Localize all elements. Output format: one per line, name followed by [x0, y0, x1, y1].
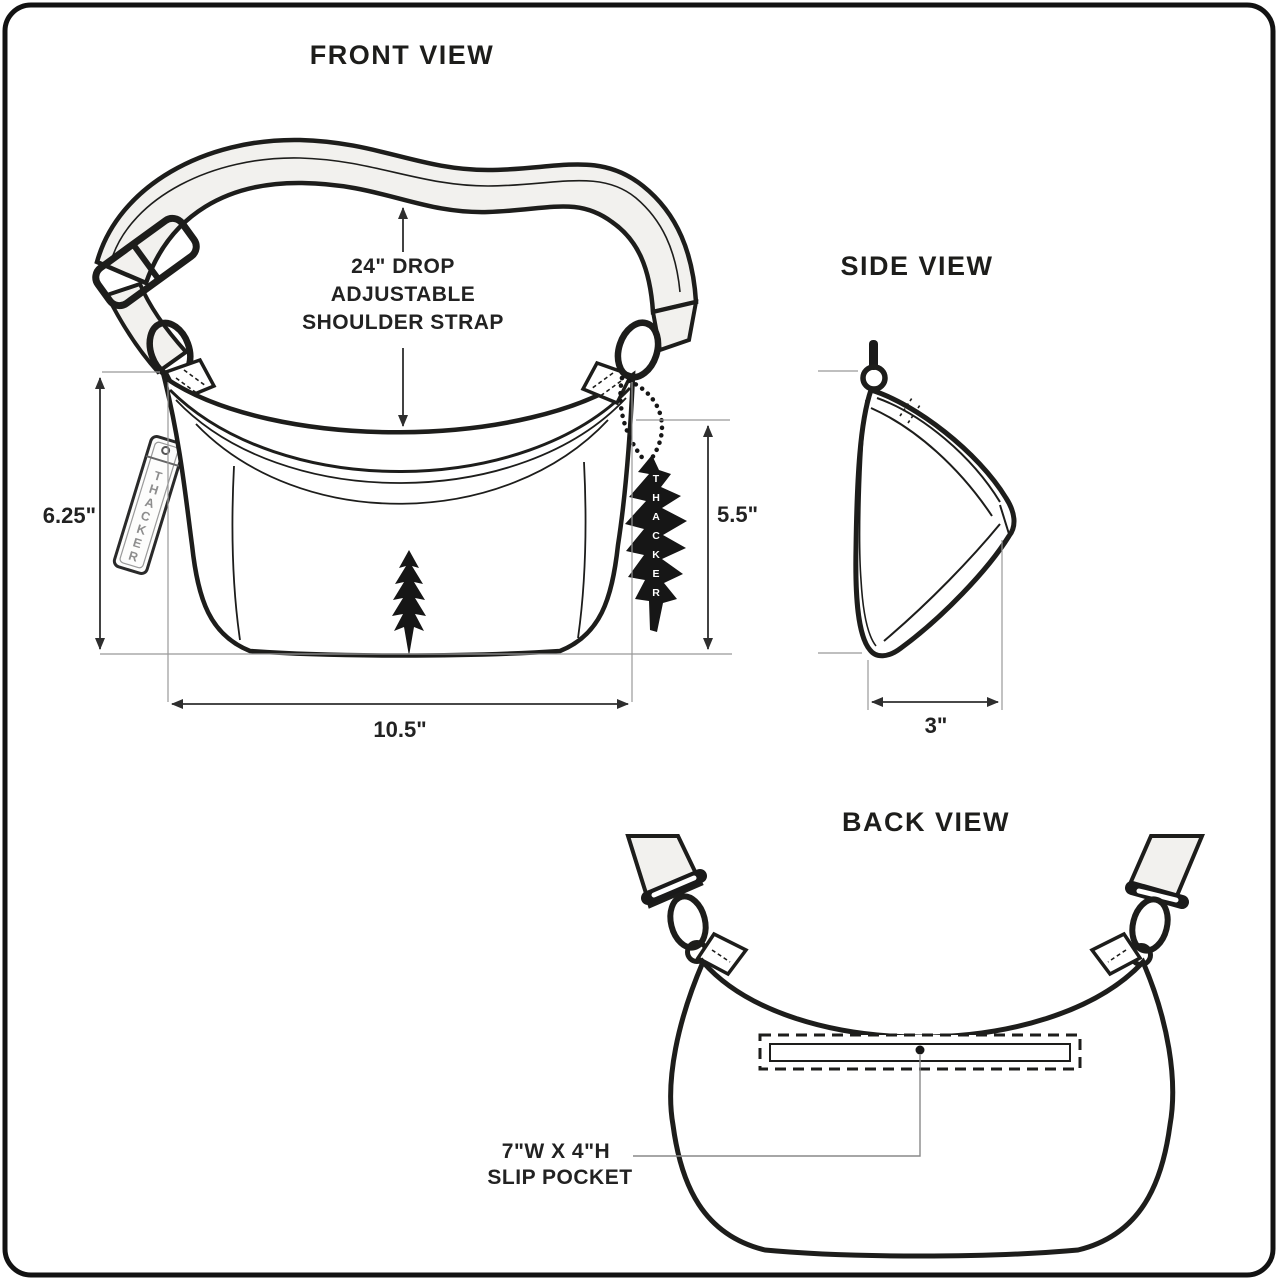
tab-stitch-tick: [175, 377, 199, 395]
strap-drop-label: 24" DROP: [351, 255, 455, 278]
zipper-pull-ring-icon: [860, 364, 888, 392]
hang-tag-body: [112, 434, 186, 576]
front-panel-top-seam: [195, 419, 609, 505]
carabiner-clip-icon: [614, 319, 662, 381]
side-bag-outline: [853, 386, 1017, 659]
strap-stitch-line: [111, 157, 681, 293]
front-dimensions: 24" DROP ADJUSTABLE SHOULDER STRAP 6.25"…: [43, 207, 758, 742]
pocket-callout: 7"W X 4"H SLIP POCKET: [487, 1055, 921, 1189]
side-zipper-band-end: [999, 504, 1010, 535]
tab-stitch-tick: [598, 380, 622, 398]
hang-tag-hole: [161, 445, 171, 455]
bag-height-label: 6.25": [43, 503, 96, 528]
back-view-title: BACK VIEW: [842, 807, 1010, 837]
pocket-leader-line: [633, 1055, 921, 1157]
hang-tag-keeper-line: [145, 455, 179, 467]
tab-stitch-tick: [183, 369, 207, 387]
pocket-size-label: 7"W X 4"H: [502, 1140, 610, 1163]
ball-chain-icon: [619, 375, 665, 461]
thacker-hang-tag: THACKER: [112, 434, 186, 576]
back-view: BACK VIEW: [487, 807, 1206, 1259]
front-panel-height-label: 5.5": [717, 502, 758, 527]
strap-end-loop-gap: [1136, 888, 1179, 903]
front-view: FRONT VIEW THACKER: [43, 40, 758, 742]
zipper-pull-icon: [869, 340, 878, 370]
ball-chain-icon: [618, 375, 647, 463]
strap-anchor-tab: [1089, 931, 1143, 977]
feather-charm-body: [625, 455, 687, 632]
carabiner-clip-icon: [667, 893, 709, 951]
slip-pocket: [758, 1033, 1082, 1071]
side-zipper-band-line: [876, 397, 1001, 503]
side-stitch-tick: [907, 404, 921, 424]
hang-tag-brand-text: THACKER: [127, 468, 164, 564]
side-view-title: SIDE VIEW: [840, 251, 993, 281]
strap-anchor-tab: [695, 931, 749, 977]
strap-drop-label: SHOULDER STRAP: [302, 311, 504, 334]
carabiner-clip-icon: [1129, 896, 1171, 954]
tab-stitch-tick: [590, 372, 614, 390]
pocket-callout-dot: [915, 1045, 925, 1055]
zipper-curve-inner: [175, 397, 627, 484]
shoulder-strap: [92, 137, 699, 375]
side-dimensions: 3": [818, 370, 1003, 738]
strap-drop-label: ADJUSTABLE: [331, 283, 476, 306]
front-bag-outline: [160, 370, 636, 658]
side-left-seam: [858, 399, 877, 647]
pocket-name-label: SLIP POCKET: [487, 1166, 632, 1189]
tab-stitch-tick: [1107, 949, 1127, 963]
front-panel-left-seam: [231, 465, 241, 641]
feather-emblem-icon: [392, 550, 426, 656]
back-right-strap: [1089, 834, 1206, 977]
strap-adjuster-buckle-icon: [92, 214, 200, 310]
bag-width-label: 10.5": [373, 717, 426, 742]
back-bag-outline: [668, 957, 1176, 1259]
tab-stitch-tick: [711, 949, 731, 963]
front-bag-body: [160, 370, 636, 658]
zipper-curve-outer: [168, 386, 632, 473]
side-zipper-band-line: [870, 407, 993, 517]
front-view-title: FRONT VIEW: [310, 40, 495, 70]
side-bottom-seam: [883, 523, 1001, 642]
strap-end-loop-gap: [651, 875, 697, 898]
buckle-center-bar: [130, 242, 162, 282]
front-panel-right-seam: [577, 461, 587, 639]
side-view: SIDE VIEW 3": [818, 251, 1017, 738]
bag-depth-label: 3": [925, 713, 948, 738]
back-left-strap: [625, 834, 749, 977]
side-stitch-tick: [899, 397, 913, 417]
